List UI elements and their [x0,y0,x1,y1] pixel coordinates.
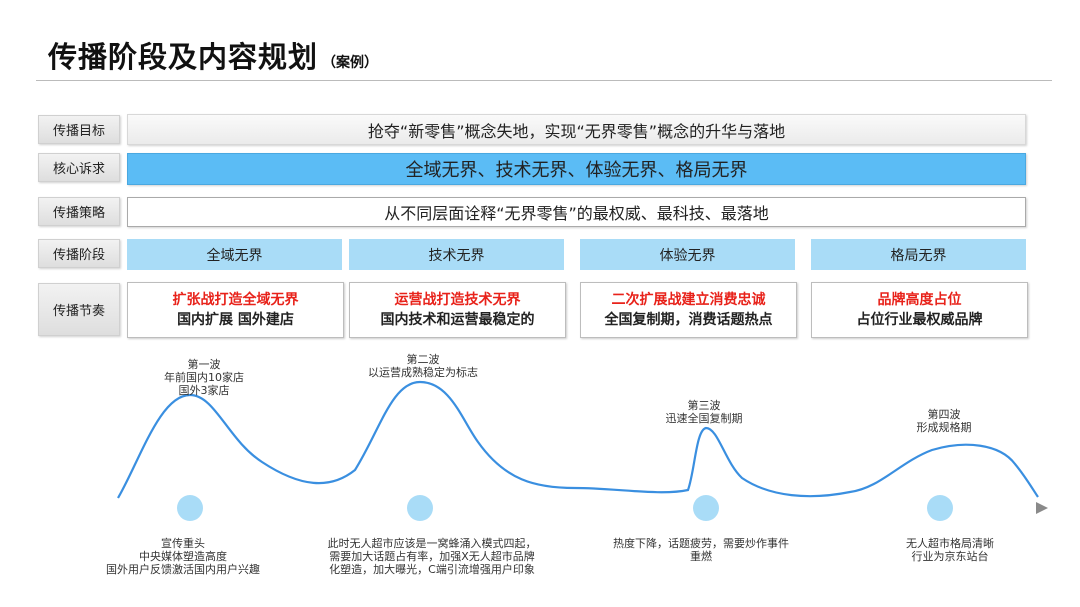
stage-box-1: 全域无界 [127,239,342,270]
wave-label-4: 第四波 形成规格期 [917,408,972,434]
milestone-dot [693,495,719,521]
milestone-dot [177,495,203,521]
wave-label-line: 年前国内10家店 [164,371,244,384]
stage-box-3: 体验无界 [580,239,795,270]
milestone-label-line: 中央媒体塑造高度 [139,550,227,563]
milestone-label-line: 宣传重头 [161,537,205,550]
rhythm-box-3: 二次扩展战建立消费忠诚 全国复制期，消费话题热点 [580,282,797,338]
wave-label-2: 第二波 以运营成熟稳定为标志 [368,353,478,379]
milestone-label-3: 热度下降，话题疲劳，需要炒作事件 重燃 [613,537,789,563]
wave-label-line: 第二波 [406,353,440,366]
row-label-stage: 传播阶段 [38,239,120,268]
wave-label-line: 第一波 [187,358,221,371]
wave-label-line: 国外3家店 [178,384,230,397]
wave-label-3: 第三波 迅速全国复制期 [666,399,743,425]
milestone-dot [927,495,953,521]
rhythm-headline: 扩张战打造全域无界 [172,292,299,308]
wave-curve [117,380,1039,499]
timeline-arrow-icon [1036,502,1048,514]
rhythm-headline: 品牌高度占位 [877,292,962,308]
milestone-label-2: 此时无人超市应该是一窝蜂涌入模式四起， 需要加大话题占有率，加强X无人超市品牌 … [328,537,537,576]
rhythm-box-1: 扩张战打造全域无界 国内扩展 国外建店 [127,282,344,338]
rhythm-box-2: 运营战打造技术无界 国内技术和运营最稳定的 [349,282,566,338]
wave-label-line: 迅速全国复制期 [665,412,743,425]
milestone-label-line: 需要加大话题占有率，加强X无人超市品牌 [329,550,535,563]
rhythm-headline: 二次扩展战建立消费忠诚 [611,292,766,308]
rhythm-headline: 运营战打造技术无界 [394,292,521,308]
milestone-dot [407,495,433,521]
strategy-bar: 从不同层面诠释“无界零售”的最权威、最科技、最落地 [127,197,1026,227]
milestone-label-line: 此时无人超市应该是一窝蜂涌入模式四起， [327,537,537,550]
rhythm-detail: 全国复制期，消费话题热点 [604,312,773,328]
milestone-label-4: 无人超市格局清晰 行业为京东站台 [906,537,994,563]
row-label-rhythm: 传播节奏 [38,283,120,336]
milestone-label-line: 行业为京东站台 [911,550,989,563]
rhythm-box-4: 品牌高度占位 占位行业最权威品牌 [811,282,1028,338]
milestone-label-line: 化塑造，加大曝光，C端引流增强用户印象 [329,563,535,576]
wave-label-1: 第一波 年前国内10家店 国外3家店 [164,358,244,397]
page-title-main: 传播阶段及内容规划 [48,40,319,74]
milestone-label-line: 国外用户反馈激活国内用户兴趣 [106,563,260,576]
wave-label-line: 第三波 [687,399,721,412]
milestone-label-line: 无人超市格局清晰 [906,537,994,550]
stage-box-2: 技术无界 [349,239,564,270]
wave-label-line: 第四波 [927,408,961,421]
wave-label-line: 以运营成熟稳定为标志 [368,366,478,379]
stage-box-4: 格局无界 [811,239,1026,270]
milestone-label-1: 宣传重头 中央媒体塑造高度 国外用户反馈激活国内用户兴趣 [106,537,260,576]
title-divider [36,80,1052,81]
milestone-label-line: 热度下降，话题疲劳，需要炒作事件 [613,537,789,550]
wave-label-line: 形成规格期 [916,421,972,434]
core-bar: 全域无界、技术无界、体验无界、格局无界 [127,153,1026,185]
row-label-goal: 传播目标 [38,115,120,144]
milestone-label-line: 重燃 [690,550,712,563]
page-title-sub: （案例） [322,55,379,71]
rhythm-detail: 国内扩展 国外建店 [177,312,294,328]
rhythm-detail: 国内技术和运营最稳定的 [380,312,535,328]
page-title: 传播阶段及内容规划（案例） [48,34,378,76]
row-label-strategy: 传播策略 [38,197,120,226]
rhythm-detail: 占位行业最权威品牌 [856,312,983,328]
goal-bar: 抢夺“新零售”概念失地，实现“无界零售”概念的升华与落地 [127,114,1026,145]
row-label-core: 核心诉求 [38,153,120,182]
